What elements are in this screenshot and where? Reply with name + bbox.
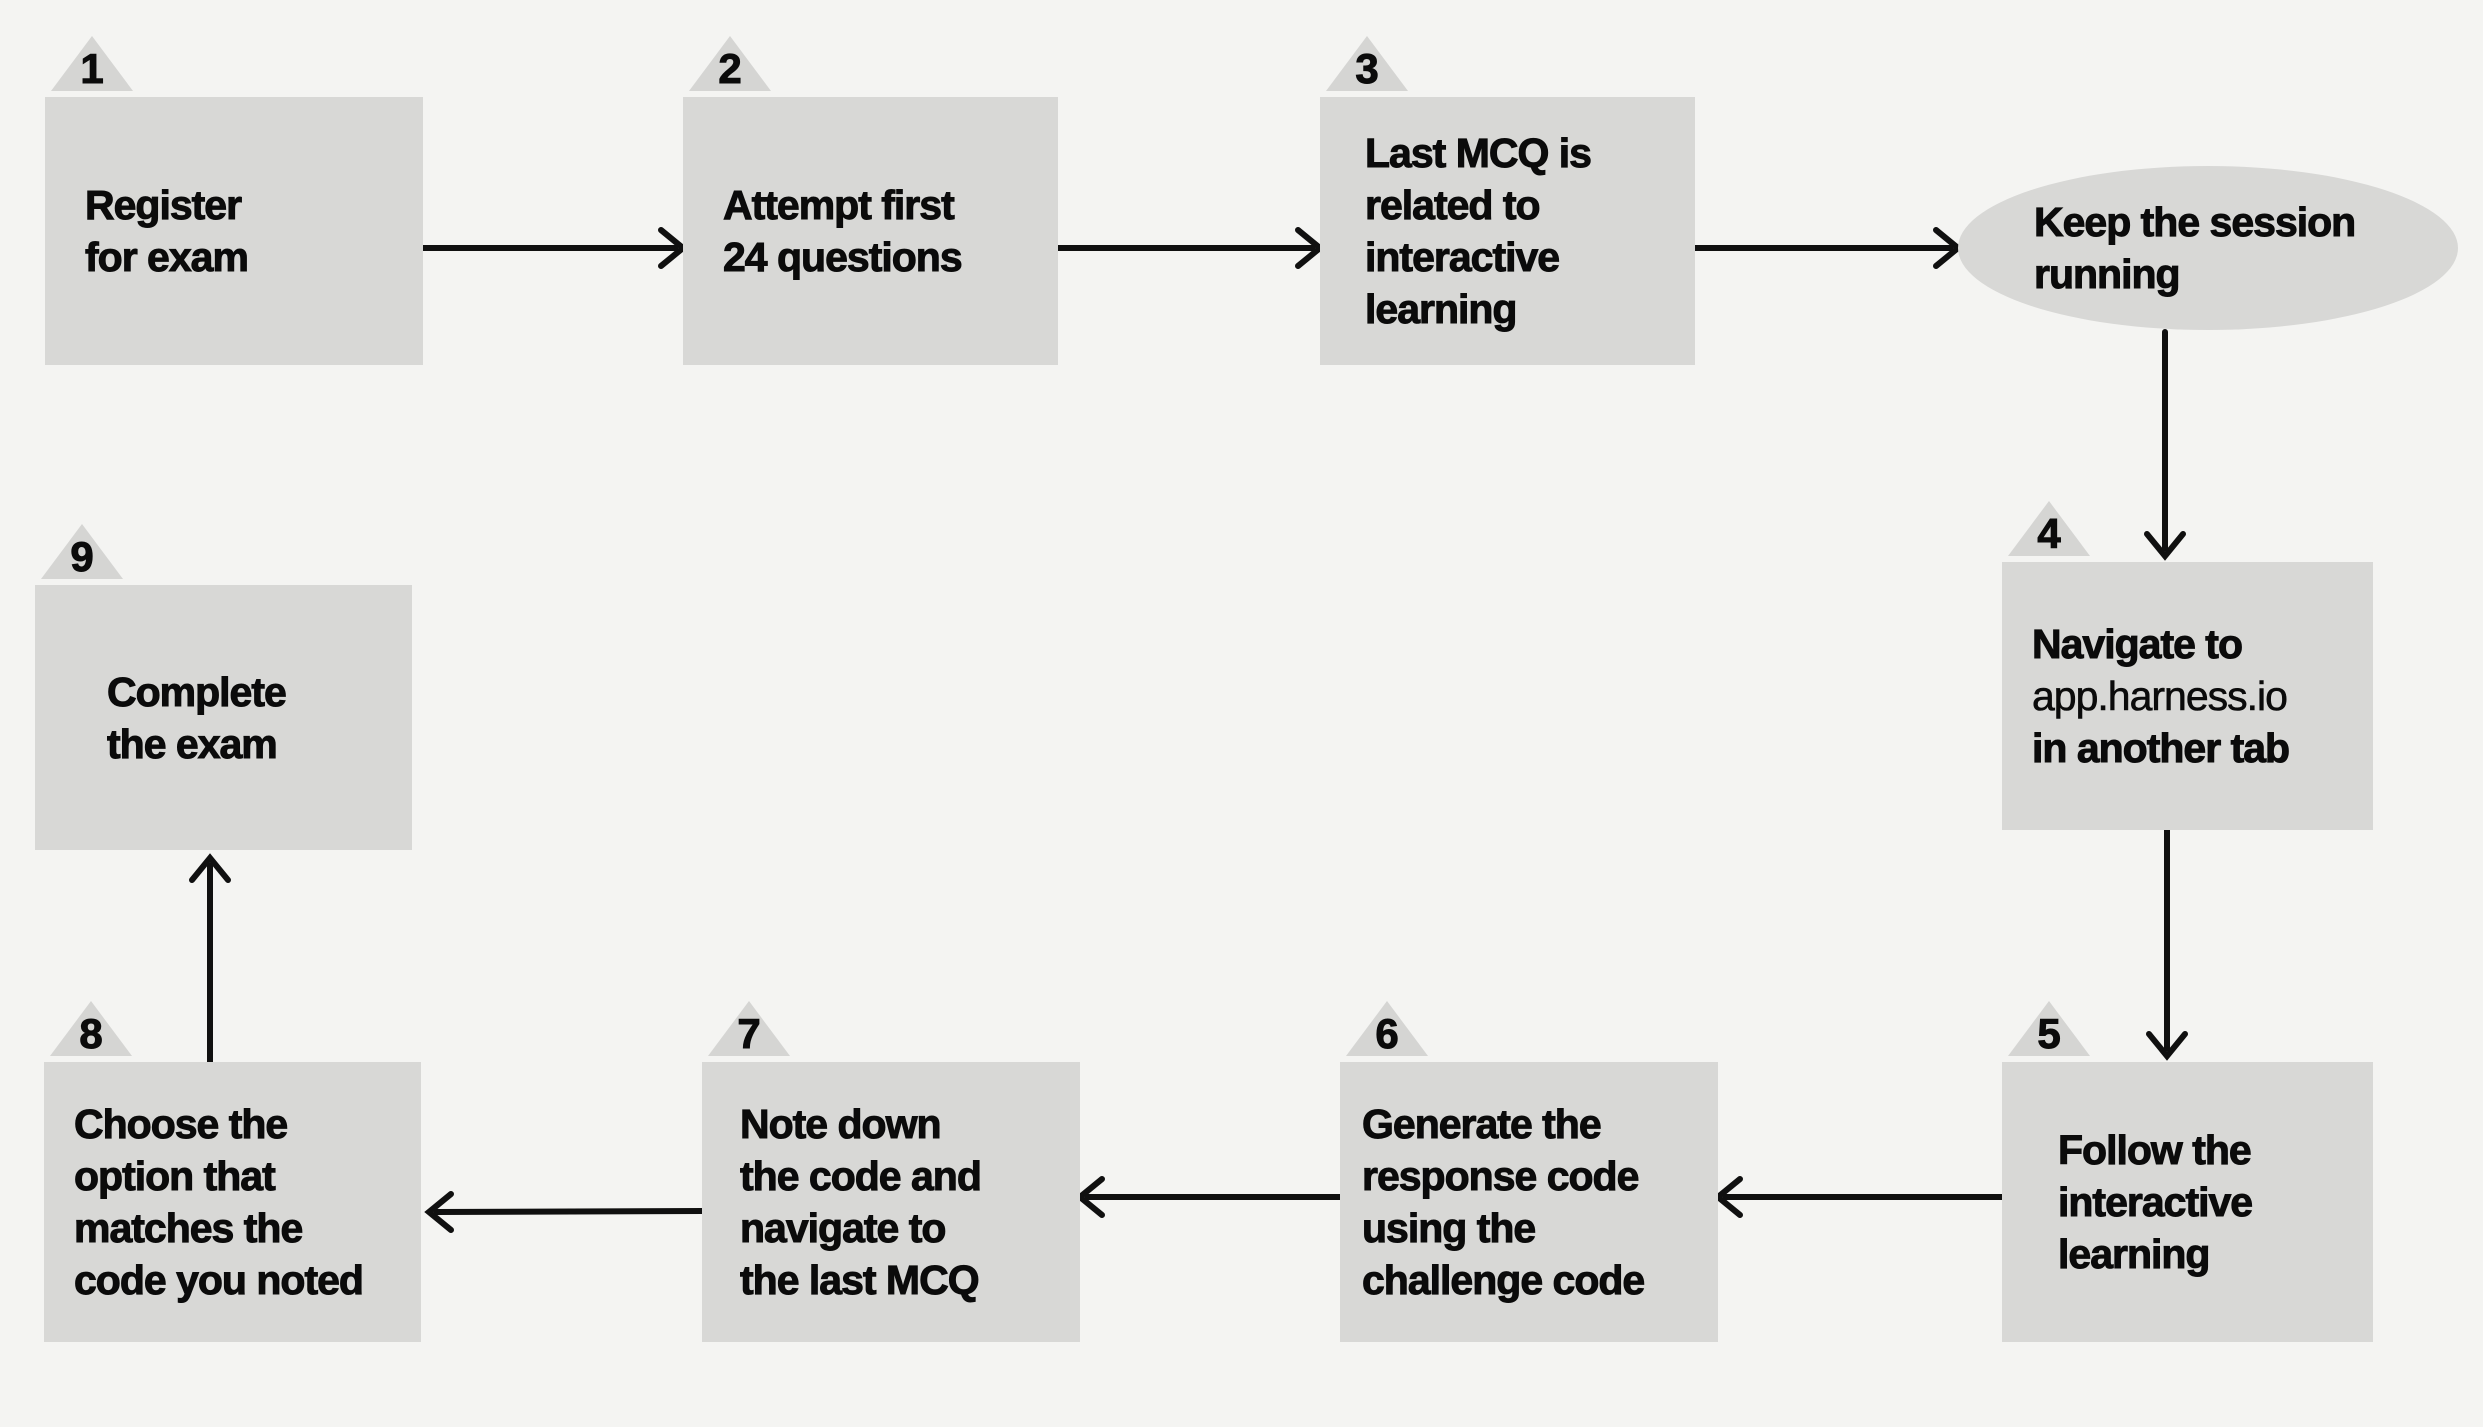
step-number: 1 xyxy=(80,45,104,92)
node-label-line: for exam xyxy=(85,234,250,281)
step-number: 6 xyxy=(1375,1010,1399,1057)
step-7-badge-triangle: 7 xyxy=(708,1001,790,1056)
node-label-line: learning xyxy=(2058,1231,2211,1278)
node-label-line: Choose the xyxy=(74,1101,289,1148)
node-label-line: matches the xyxy=(74,1205,304,1252)
step-number: 4 xyxy=(2037,510,2061,557)
step-node-register-for-exam: 1 Register for exam xyxy=(45,36,423,365)
node-label-line: challenge code xyxy=(1362,1257,1646,1304)
arrow-step7-to-step8 xyxy=(424,1191,705,1233)
step-2-badge-triangle: 2 xyxy=(689,36,771,91)
node-label-line: Note down xyxy=(740,1101,943,1148)
node-label-line: option that xyxy=(74,1153,277,1200)
node-label-line-url: app.harness.io xyxy=(2032,673,2289,720)
node-label-line: Navigate to xyxy=(2032,621,2244,668)
step-number: 8 xyxy=(79,1010,103,1057)
node-label-line: the code and xyxy=(740,1153,983,1200)
node-label-line: in another tab xyxy=(2032,725,2291,772)
node-label-line: Follow the xyxy=(2058,1127,2253,1174)
node-label-line: Last MCQ is xyxy=(1365,130,1593,177)
node-label-line: the last MCQ xyxy=(740,1257,981,1304)
step-number: 9 xyxy=(70,533,94,580)
arrow-step2-to-step3 xyxy=(1055,227,1325,269)
step-number: 5 xyxy=(2037,1010,2061,1057)
node-label-line: interactive xyxy=(1365,234,1561,281)
step-3-badge-triangle: 3 xyxy=(1326,36,1408,91)
step-node-attempt-first-24-questions: 2 Attempt first 24 questions xyxy=(683,36,1058,365)
terminator-node-keep-the-session-running: Keep the session running xyxy=(1958,166,2458,330)
arrow-step8-to-step9 xyxy=(189,853,231,1065)
step-node-follow-the-interactive-learning: 5 Follow the interactive learning xyxy=(2002,1001,2373,1342)
node-label-line: Complete xyxy=(107,668,288,715)
arrow-step3-to-session xyxy=(1692,227,1963,269)
step-4-badge-triangle: 4 xyxy=(2008,501,2090,556)
node-label-line: the exam xyxy=(107,720,279,767)
node-label-line: Generate the xyxy=(1362,1101,1603,1148)
node-label-line: running xyxy=(2034,251,2182,298)
step-node-note-down-the-code: 7 Note down the code and navigate to the… xyxy=(702,1001,1080,1342)
node-label-line: 24 questions xyxy=(723,234,964,281)
step-node-generate-the-response-code: 6 Generate the response code using the c… xyxy=(1340,1001,1718,1342)
node-label-line: using the xyxy=(1362,1205,1537,1252)
node-label-line: Attempt first xyxy=(723,182,956,229)
step-number: 3 xyxy=(1355,45,1379,92)
step-node-last-mcq-interactive-learning: 3 Last MCQ is related to interactive lea… xyxy=(1320,36,1695,365)
step-6-badge-triangle: 6 xyxy=(1346,1001,1428,1056)
step-9-badge-triangle: 9 xyxy=(41,524,123,579)
node-label-line: code you noted xyxy=(74,1257,365,1304)
step-8-badge-triangle: 8 xyxy=(50,1001,132,1056)
node-label-line: interactive xyxy=(2058,1179,2254,1226)
arrow-step6-to-step7 xyxy=(1075,1176,1343,1218)
step-node-complete-the-exam: 9 Complete the exam xyxy=(35,524,412,850)
node-label-line: response code xyxy=(1362,1153,1640,1200)
step-1-badge-triangle: 1 xyxy=(51,36,133,91)
node-label-line: Keep the session xyxy=(2034,199,2357,246)
arrow-step5-to-step6 xyxy=(1713,1176,2005,1218)
node-label-line: navigate to xyxy=(740,1205,947,1252)
arrow-step1-to-step2 xyxy=(420,227,688,269)
step-node-navigate-to-app-harness-io: 4 Navigate to app.harness.io in another … xyxy=(2002,501,2373,830)
arrow-step4-to-step5 xyxy=(2146,827,2188,1061)
step-number: 7 xyxy=(737,1010,761,1057)
step-node-choose-the-option: 8 Choose the option that matches the cod… xyxy=(44,1001,421,1342)
node-label-line: related to xyxy=(1365,182,1542,229)
node-label-line: learning xyxy=(1365,286,1518,333)
node-label-line: Register xyxy=(85,182,243,229)
arrow-session-to-step4 xyxy=(2144,329,2186,561)
step-5-badge-triangle: 5 xyxy=(2008,1001,2090,1056)
step-number: 2 xyxy=(718,45,742,92)
